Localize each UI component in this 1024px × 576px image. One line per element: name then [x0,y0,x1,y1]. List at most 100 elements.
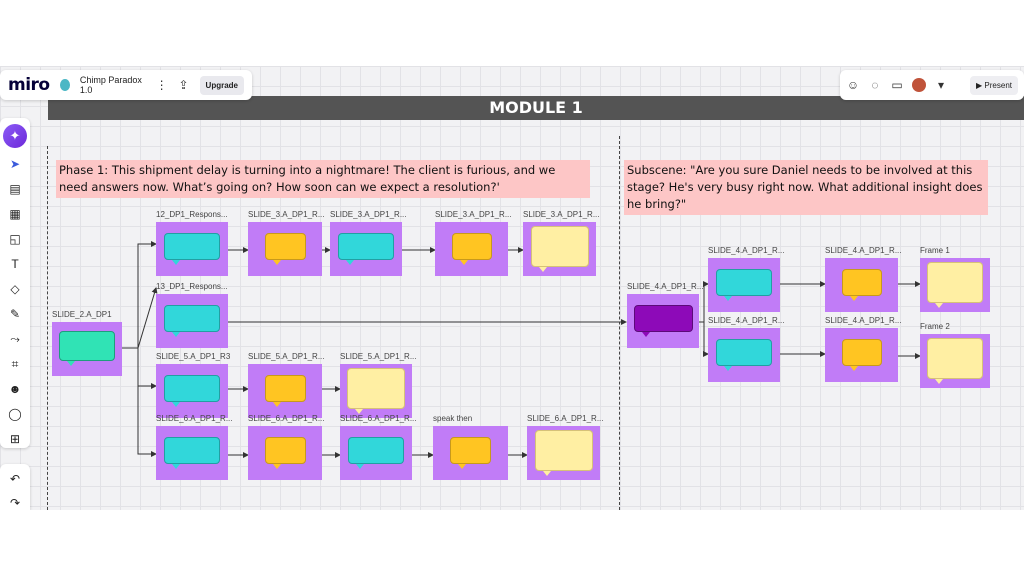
speech-bubble[interactable] [338,233,394,260]
miro-logo[interactable]: miro [8,75,50,95]
frame[interactable] [156,426,228,480]
speech-bubble-tail [172,332,180,337]
frame-label[interactable]: SLIDE_4.A_DP1_R... [825,246,902,255]
frame-label[interactable]: SLIDE_3.A_DP1_R... [435,210,512,219]
frame[interactable] [825,258,898,312]
undo-icon[interactable]: ↶ [9,472,21,486]
export-icon[interactable]: ⇪ [178,78,189,92]
speech-bubble[interactable] [265,375,306,402]
speech-bubble[interactable] [927,262,983,303]
speech-bubble[interactable] [265,233,306,260]
left-toolbar: ✦ ➤ ▤ ▦ ◱ T ◇ ✎ ⤳ ⌗ ☻ ◯ ⊞ [0,118,30,448]
frame-label[interactable]: SLIDE_5.A_DP1_R... [248,352,325,361]
frame-label[interactable]: SLIDE_2.A_DP1 [52,310,112,319]
board-title[interactable]: Chimp Paradox 1.0 [79,75,142,95]
frame-icon[interactable]: ⌗ [11,357,19,371]
speech-bubble-tail [935,303,943,308]
frame[interactable] [920,258,990,312]
reactions-icon[interactable]: ☺ [846,78,860,92]
upgrade-button[interactable]: Upgrade [199,75,244,95]
template-icon[interactable]: ▦ [9,207,21,221]
frame[interactable] [708,258,780,312]
speech-bubble[interactable] [927,338,983,379]
frame-label[interactable]: SLIDE_3.A_DP1_R... [330,210,407,219]
present-button[interactable]: ▶ Present [970,75,1018,95]
more-vertical-icon[interactable]: ⋮ [155,78,168,92]
frame[interactable] [330,222,402,276]
speech-bubble[interactable] [716,339,772,366]
frame-label[interactable]: SLIDE_3.A_DP1_R... [248,210,325,219]
speech-bubble[interactable] [842,339,882,366]
frame-label[interactable]: Frame 1 [920,246,950,255]
sticky-note-icon[interactable]: ▤ [9,182,21,196]
frame-label[interactable]: speak then [433,414,473,423]
note-icon[interactable]: ◱ [9,232,21,246]
frame[interactable] [435,222,508,276]
speech-bubble-tail [355,409,363,414]
subscene-prompt[interactable]: Subscene: "Are you sure Daniel needs to … [624,160,988,215]
frame[interactable] [920,334,990,388]
speech-bubble[interactable] [164,437,220,464]
speech-bubble[interactable] [531,226,589,267]
speech-bubble[interactable] [164,305,220,332]
frame-label[interactable]: SLIDE_6.A_DP1_R... [527,414,604,423]
frame[interactable] [52,322,122,376]
frame[interactable] [825,328,898,382]
comments-icon[interactable]: ◌ [871,78,879,92]
speech-bubble[interactable] [164,233,220,260]
speech-bubble[interactable] [535,430,593,471]
speech-bubble[interactable] [452,233,492,260]
chevron-down-icon[interactable]: ▾ [937,78,945,92]
speech-bubble[interactable] [634,305,693,332]
shapes-icon[interactable]: ◇ [10,282,20,296]
speech-bubble-tail [543,471,551,476]
frame[interactable] [156,222,228,276]
frame[interactable] [248,426,322,480]
speech-bubble[interactable] [164,375,220,402]
connector-icon[interactable]: ⤳ [10,332,20,346]
frame[interactable] [627,294,699,348]
avatar[interactable] [912,78,926,92]
frame[interactable] [340,426,412,480]
speech-bubble[interactable] [265,437,306,464]
frame-label[interactable]: SLIDE_4.A_DP1_R... [825,316,902,325]
frame[interactable] [523,222,596,276]
miro-board-canvas[interactable]: MODULE 1 miro Chimp Paradox 1.0 ⋮ ⇪ Upgr… [0,66,1024,510]
frame-label[interactable]: SLIDE_6.A_DP1_R... [156,414,233,423]
ai-assistant-icon[interactable]: ✦ [3,124,27,148]
pen-icon[interactable]: ✎ [9,307,21,321]
frame-label[interactable]: SLIDE_5.A_DP1_R3 [156,352,231,361]
phase-1-prompt[interactable]: Phase 1: This shipment delay is turning … [56,160,590,198]
frame-label[interactable]: SLIDE_4.A_DP1_R... [708,316,785,325]
speech-bubble[interactable] [347,368,405,409]
speech-bubble[interactable] [716,269,772,296]
speech-bubble[interactable] [450,437,491,464]
frame-label[interactable]: SLIDE_6.A_DP1_R... [340,414,417,423]
speech-bubble[interactable] [348,437,404,464]
frame[interactable] [527,426,600,480]
frame[interactable] [708,328,780,382]
frame-label[interactable]: SLIDE_4.A_DP1_R... [627,282,704,291]
text-icon[interactable]: T [11,257,19,271]
speech-bubble[interactable] [842,269,882,296]
frame-label[interactable]: SLIDE_3.A_DP1_R... [523,210,600,219]
frame-label[interactable]: 13_DP1_Respons... [156,282,228,291]
frame-label[interactable]: SLIDE_6.A_DP1_R... [248,414,325,423]
frame-label[interactable]: SLIDE_5.A_DP1_R... [340,352,417,361]
redo-icon[interactable]: ↷ [9,496,21,510]
emoji-icon[interactable]: ☻ [8,382,22,396]
comment-icon[interactable]: ◯ [8,407,22,421]
video-icon[interactable]: ▭ [891,78,903,92]
frame-label[interactable]: SLIDE_4.A_DP1_R... [708,246,785,255]
frame[interactable] [156,364,228,418]
frame[interactable] [340,364,412,418]
plus-icon[interactable]: ⊞ [9,432,21,446]
frame-label[interactable]: Frame 2 [920,322,950,331]
speech-bubble[interactable] [59,331,115,361]
frame[interactable] [433,426,508,480]
select-icon[interactable]: ➤ [9,157,21,171]
frame-label[interactable]: 12_DP1_Respons... [156,210,228,219]
frame[interactable] [156,294,228,348]
frame[interactable] [248,222,322,276]
frame[interactable] [248,364,322,418]
